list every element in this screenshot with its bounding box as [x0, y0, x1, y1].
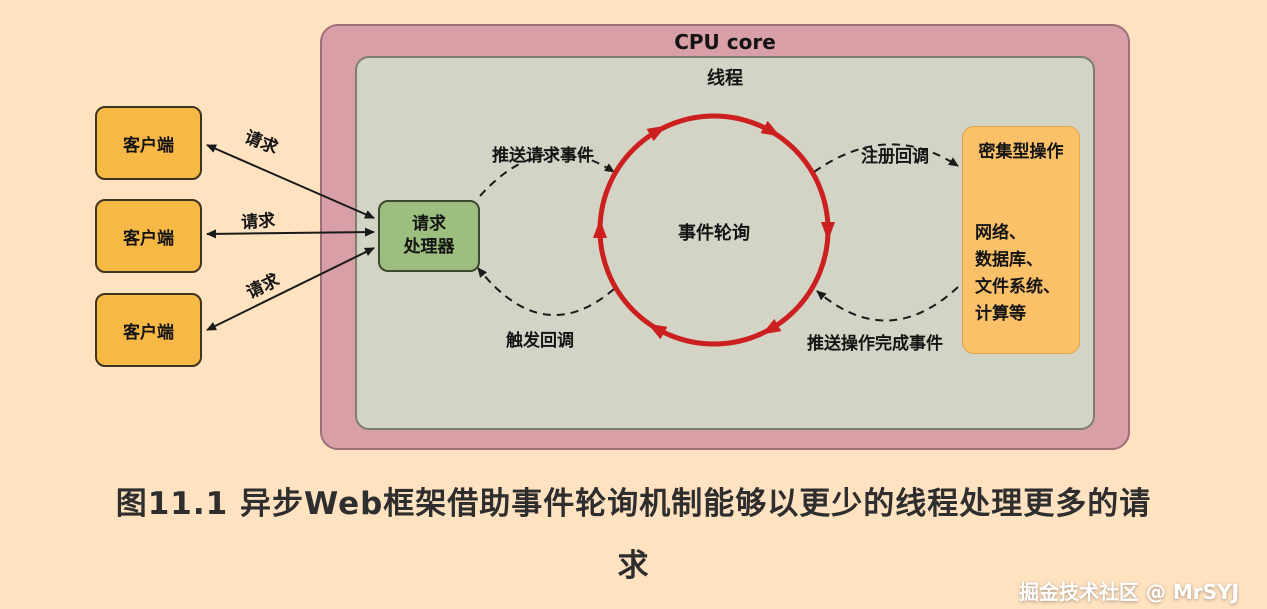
request-processor-label-line1: 请求 — [412, 214, 446, 234]
client-request-arrow-3 — [206, 247, 375, 331]
push-request-arc — [479, 152, 615, 197]
loop-arrowhead-icon — [760, 120, 781, 137]
request-edge-label-2: 请求 — [240, 210, 276, 234]
loop-arrowhead-icon — [821, 222, 835, 241]
client-box-1: 客户端 — [95, 106, 202, 180]
client-request-arrow-1 — [206, 144, 375, 219]
event-loop-arrowheads — [593, 120, 835, 340]
loop-arrowhead-icon — [593, 219, 607, 238]
intensive-ops-item: 网络、 — [975, 223, 1026, 243]
request-processor-box: 请求 处理器 — [378, 200, 480, 272]
request-processor-label-line2: 处理器 — [403, 237, 455, 257]
client-box-3: 客户端 — [95, 293, 202, 367]
event-loop-label: 事件轮询 — [678, 223, 750, 244]
figure-caption-line2: 求 — [617, 548, 650, 584]
trigger-callback-arc — [477, 267, 615, 317]
push-complete-arc — [816, 286, 959, 322]
thread-label: 线程 — [707, 68, 743, 89]
register-callback-arc — [813, 143, 959, 173]
client-label: 客户端 — [123, 322, 174, 343]
client-label: 客户端 — [123, 135, 174, 156]
client-request-arrow-2 — [206, 227, 375, 239]
client-label: 客户端 — [123, 228, 174, 249]
loop-arrowhead-icon — [761, 318, 782, 335]
intensive-ops-item: 数据库、 — [975, 250, 1043, 270]
watermark: 掘金技术社区 @ MrSYJ — [1018, 580, 1239, 604]
client-box-2: 客户端 — [95, 199, 202, 273]
push-request-event-label: 推送请求事件 — [492, 146, 594, 166]
cpu-core-label: CPU core — [674, 30, 776, 54]
intensive-ops-list: 网络、 数据库、 文件系统、 计算等 — [963, 220, 1079, 328]
intensive-ops-item: 文件系统、 — [975, 277, 1060, 297]
intensive-ops-title: 密集型操作 — [978, 142, 1064, 162]
intensive-ops-box: 密集型操作 网络、 数据库、 文件系统、 计算等 — [962, 126, 1080, 354]
push-complete-event-label: 推送操作完成事件 — [807, 334, 943, 354]
intensive-ops-item: 计算等 — [975, 304, 1026, 324]
trigger-callback-label: 触发回调 — [506, 331, 574, 351]
register-callback-label: 注册回调 — [861, 147, 929, 167]
figure-caption-line1: 图11.1 异步Web框架借助事件轮询机制能够以更少的线程处理更多的请 — [115, 486, 1152, 522]
loop-arrowhead-icon — [647, 323, 668, 340]
loop-arrowhead-icon — [646, 125, 667, 142]
